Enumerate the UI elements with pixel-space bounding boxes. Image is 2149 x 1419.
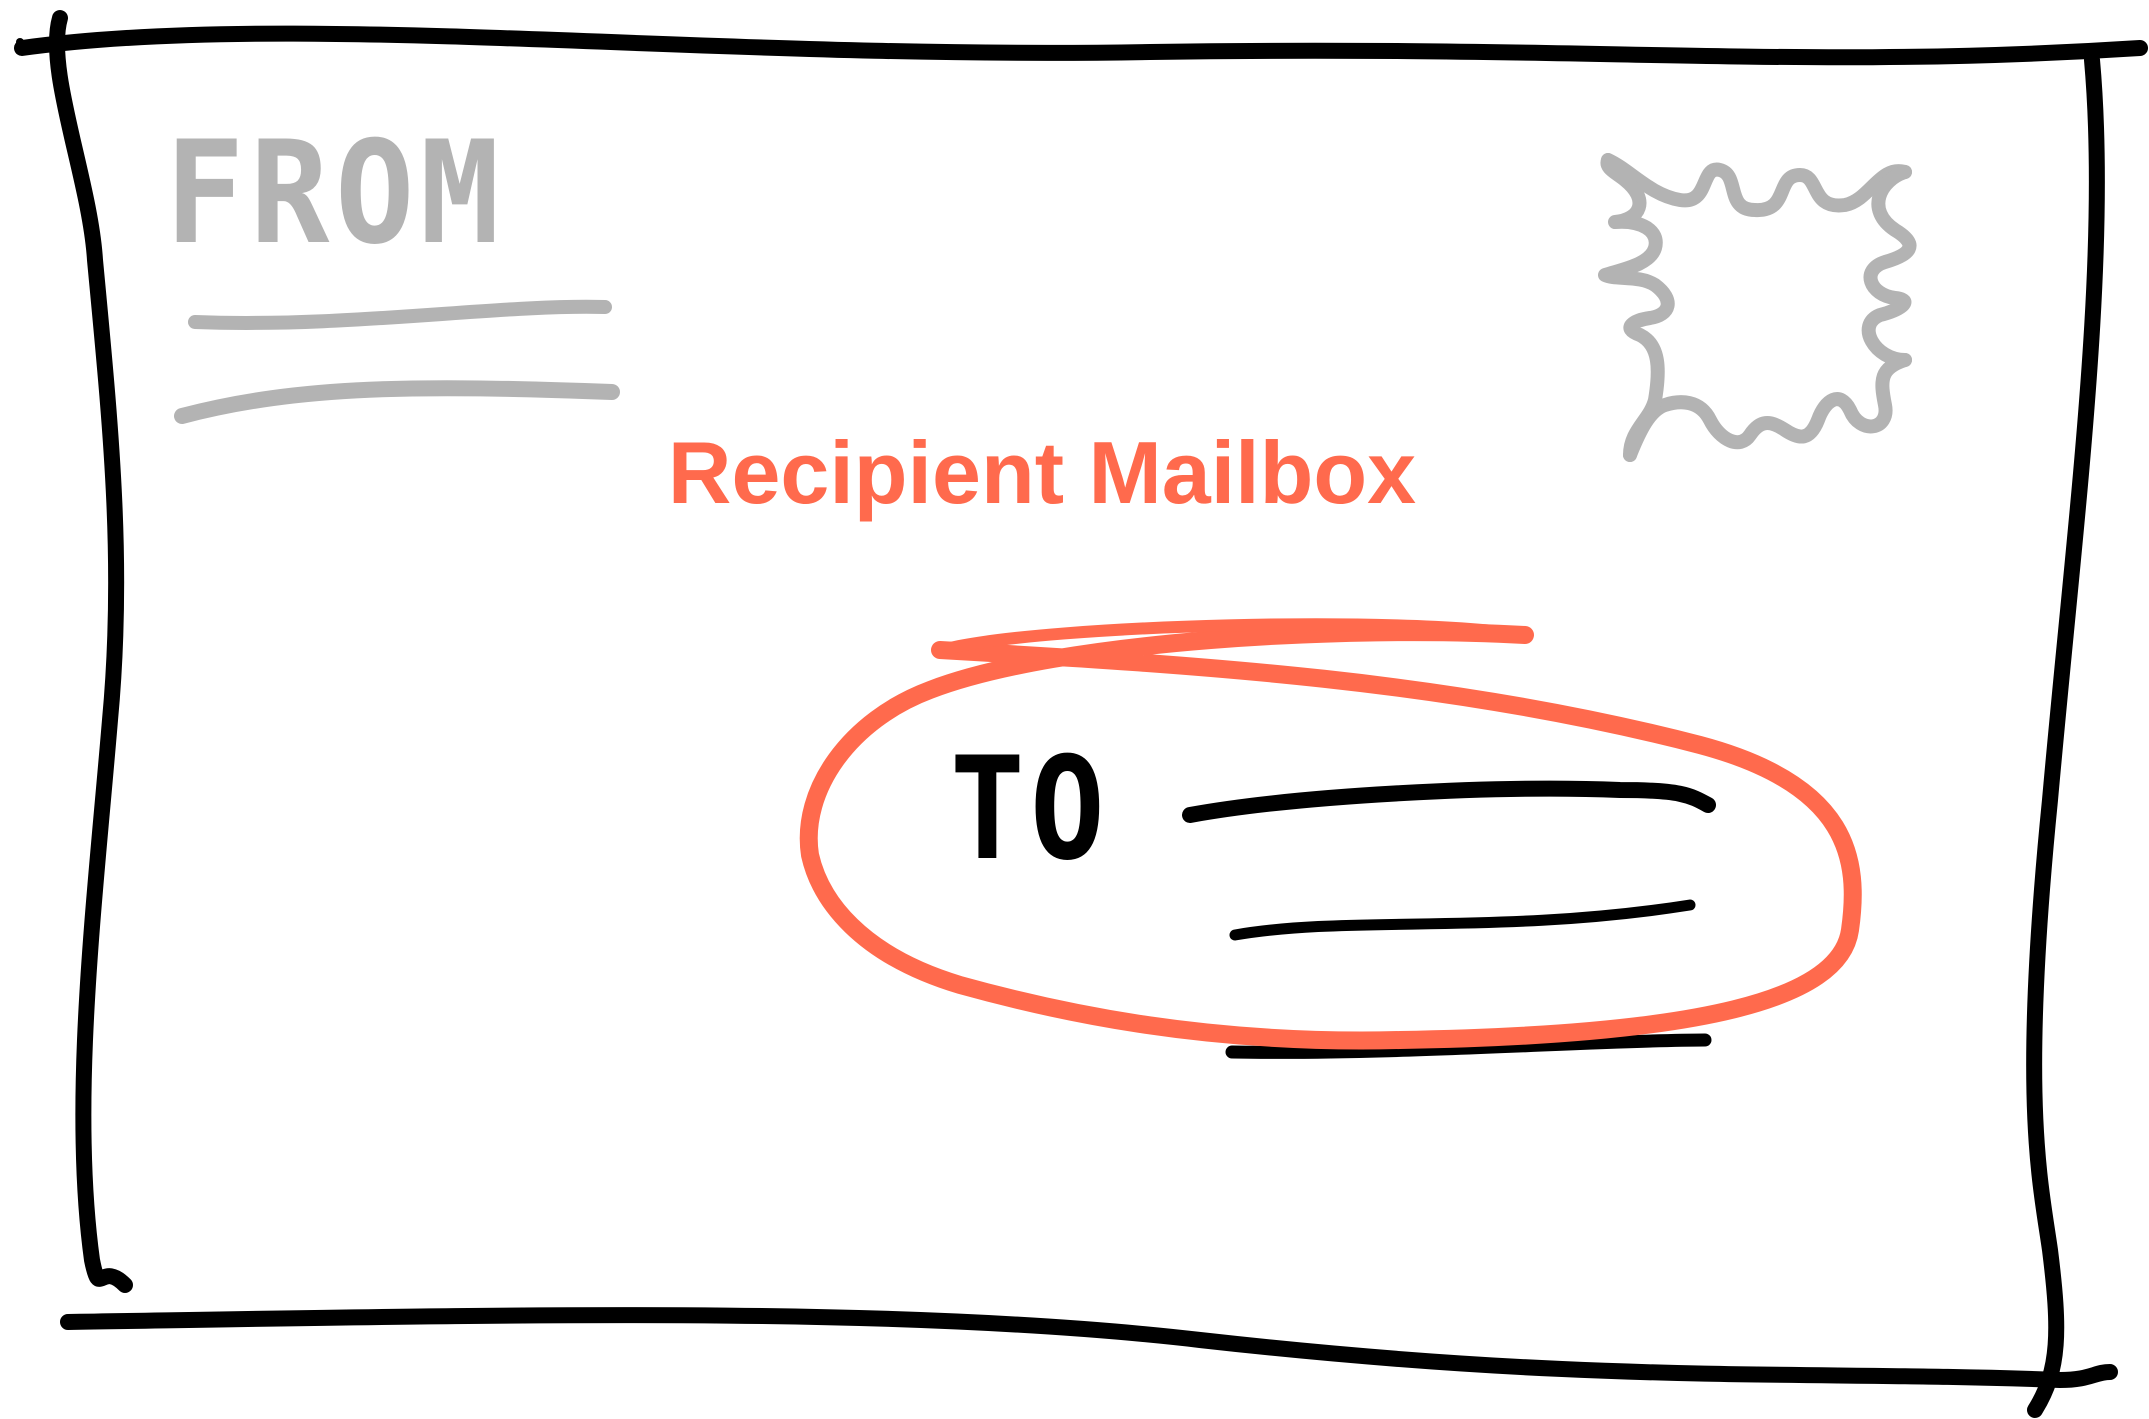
to-address-line-1 (1190, 789, 1708, 815)
postage-stamp-icon (1605, 160, 1909, 455)
to-address-lines (1190, 789, 1708, 1053)
recipient-mailbox-caption: Recipient Mailbox (668, 423, 1416, 522)
from-address-lines (182, 307, 612, 416)
from-label: FROM (165, 111, 505, 276)
from-address-line-2 (182, 388, 612, 416)
from-address-line-1 (195, 307, 605, 323)
to-address-line-2 (1235, 905, 1690, 935)
to-label: TO (950, 727, 1110, 892)
